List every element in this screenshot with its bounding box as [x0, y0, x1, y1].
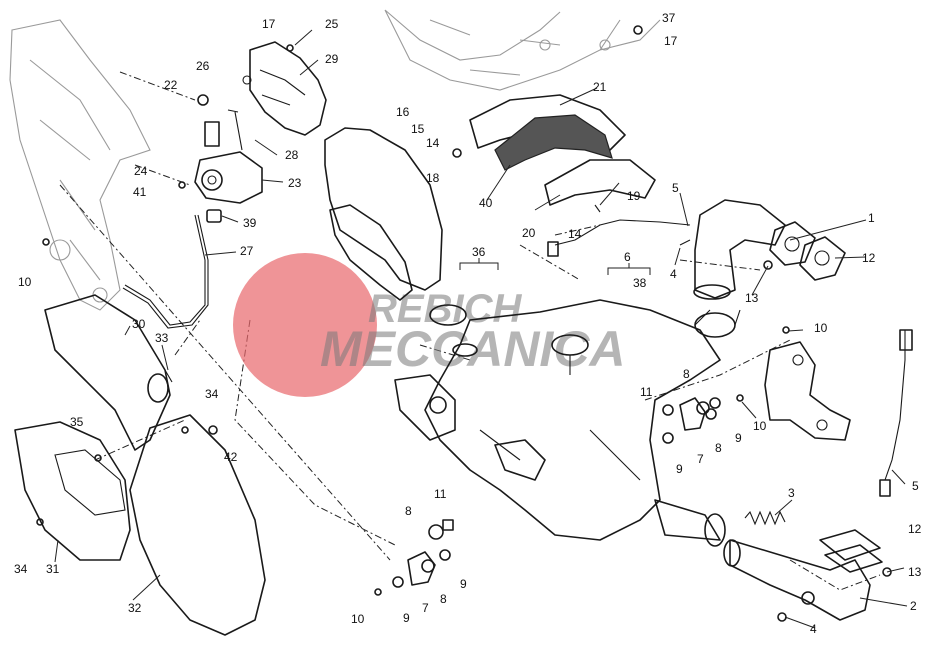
callout-7: 7	[697, 452, 704, 466]
callout-15: 15	[411, 122, 425, 136]
callout-23: 23	[288, 176, 302, 190]
exhaust-elbow-1	[693, 199, 786, 300]
callout-12: 12	[908, 522, 922, 536]
callout-34: 34	[205, 387, 219, 401]
callout-40: 40	[479, 196, 493, 210]
callout-38: 38	[633, 276, 647, 290]
callout-33: 33	[155, 331, 169, 345]
watermark-text-line2: MECCANICA	[320, 321, 626, 377]
heat-shield-31	[14, 421, 131, 561]
callout-17: 17	[262, 17, 276, 31]
callout-9: 9	[735, 431, 742, 445]
callout-13: 13	[908, 565, 922, 579]
spring-3	[744, 510, 786, 526]
left-frame-rail	[9, 19, 151, 311]
callout-10: 10	[18, 275, 32, 289]
callout-21: 21	[593, 80, 607, 94]
callout-7: 7	[422, 601, 429, 615]
gasket-12-upper	[769, 221, 846, 281]
brace-6-38	[607, 263, 651, 275]
watermark-logo: REBICH MECCANICA	[233, 253, 626, 397]
callout-3: 3	[788, 486, 795, 500]
callout-4: 4	[670, 267, 677, 281]
callout-10: 10	[351, 612, 365, 626]
callout-5: 5	[912, 479, 919, 493]
callout-14: 14	[426, 136, 440, 150]
silencer-cover	[324, 127, 443, 301]
callout-34: 34	[14, 562, 28, 576]
callout-2: 2	[910, 599, 917, 613]
callout-18: 18	[426, 171, 440, 185]
callout-28: 28	[285, 148, 299, 162]
top-frame-section	[384, 9, 661, 91]
callout-4: 4	[810, 622, 817, 636]
clamp-38	[694, 309, 741, 338]
callout-12: 12	[862, 251, 876, 265]
callout-30: 30	[132, 317, 146, 331]
callout-8: 8	[715, 441, 722, 455]
callout-42: 42	[224, 450, 238, 464]
silencer-outlet-pipe	[654, 499, 726, 547]
callout-24: 24	[134, 164, 148, 178]
callout-39: 39	[243, 216, 257, 230]
callout-19: 19	[627, 189, 641, 203]
callout-41: 41	[133, 185, 147, 199]
clamp-36	[429, 304, 478, 357]
callout-35: 35	[70, 415, 84, 429]
watermark-red-disc	[233, 253, 377, 397]
right-mounting-bracket	[764, 341, 851, 441]
callout-5: 5	[672, 181, 679, 195]
callout-labels: 1 2 3 4 4 5 5 6 7 7 8 8 8 8 9 9 9 9 10 1…	[14, 11, 922, 636]
heat-shield-32	[129, 414, 266, 636]
callout-36: 36	[472, 245, 486, 259]
callout-31: 31	[46, 562, 60, 576]
callout-27: 27	[240, 244, 254, 258]
callout-9: 9	[403, 611, 410, 625]
exhaust-valve-servo-part	[194, 109, 263, 204]
callout-22: 22	[164, 78, 178, 92]
exhaust-pipe-2	[723, 539, 871, 621]
callout-9: 9	[460, 577, 467, 591]
callout-10: 10	[814, 321, 828, 335]
callout-16: 16	[396, 105, 410, 119]
callout-8: 8	[405, 504, 412, 518]
silencer-body	[394, 299, 721, 541]
lambda-sensor-upper	[547, 219, 691, 257]
callout-17: 17	[664, 34, 678, 48]
callout-14: 14	[568, 227, 582, 241]
callout-8: 8	[683, 367, 690, 381]
callout-10: 10	[753, 419, 767, 433]
callout-32: 32	[128, 601, 142, 615]
gasket-12-lower	[819, 529, 883, 573]
callout-11: 11	[434, 487, 447, 501]
callout-29: 29	[325, 52, 339, 66]
callout-20: 20	[522, 226, 536, 240]
callout-6: 6	[624, 250, 631, 264]
servo-nut-39	[206, 209, 222, 223]
brace-36	[459, 258, 499, 270]
heat-shield-20	[544, 159, 656, 206]
callout-37: 37	[662, 11, 676, 25]
leader-lines	[54, 29, 908, 629]
fasteners	[36, 25, 892, 622]
callout-26: 26	[196, 59, 210, 73]
heat-shield-30	[44, 294, 171, 451]
servo-cover-part	[242, 41, 327, 136]
hanger-bracket-lower	[392, 519, 454, 588]
callout-25: 25	[325, 17, 339, 31]
callout-11: 11	[640, 385, 653, 399]
callout-1: 1	[868, 211, 875, 225]
valve-cable-part	[122, 214, 209, 329]
callout-8: 8	[440, 592, 447, 606]
callout-9: 9	[676, 462, 683, 476]
callout-13: 13	[745, 291, 759, 305]
heat-shield-40	[494, 114, 613, 171]
hanger-bracket-upper	[662, 397, 721, 444]
lambda-sensor-lower	[879, 329, 913, 497]
